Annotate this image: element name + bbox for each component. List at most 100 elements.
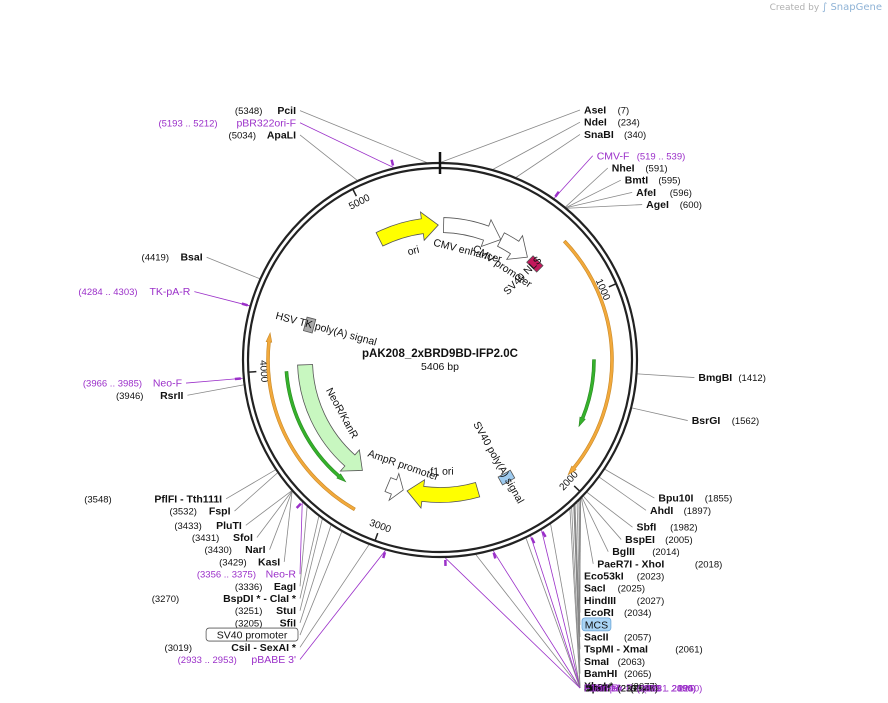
- eco53ki-site-label[interactable]: Eco53kI(2023): [584, 571, 664, 583]
- ahdi-site-label[interactable]: AhdI(1897): [650, 505, 711, 517]
- pflfi-tth111i-site-label[interactable]: PflFI - Tth111I(3548): [84, 493, 222, 505]
- hsv-tk-poly-a-signal-feature[interactable]: [302, 316, 317, 334]
- pbr322ori-f-site-label[interactable]: pBR322ori-F (5193 .. 5212): [158, 117, 296, 129]
- bcli-site-label[interactable]: BclI *(2087): [584, 683, 658, 695]
- site-position: (5034): [229, 130, 256, 141]
- sbfi-site-label[interactable]: SbfI(1982): [636, 522, 697, 534]
- cmv-enhancer-feature[interactable]: [442, 217, 502, 248]
- sfoi-site-label[interactable]: SfoI(3431): [192, 532, 253, 544]
- leader-lines: [186, 109, 695, 689]
- f1ori-r-site-label[interactable]: F1ori-R(2671 .. 2690): [584, 683, 696, 695]
- ndei-site-label[interactable]: NdeI(234): [584, 117, 640, 129]
- bpu10i-site-label[interactable]: Bpu10I(1855): [658, 493, 732, 505]
- site-name: TK-pA-R: [150, 286, 191, 298]
- sv40pa-r-site-label[interactable]: SV40pA-R(2231 .. 2250): [584, 683, 702, 695]
- cmv-promoter-feature[interactable]: [497, 232, 528, 260]
- site-position: (1562): [732, 416, 759, 427]
- bsrgi-site-label[interactable]: BsrGI(1562): [692, 415, 759, 427]
- site-name: BmgBI: [698, 372, 732, 384]
- ampr-promoter-feature[interactable]: [384, 472, 404, 502]
- sv40-poly-a-signal-feature[interactable]: [497, 469, 516, 486]
- neor-kanr-feature[interactable]: [297, 364, 363, 472]
- saci-site-label[interactable]: SacI(2025): [584, 583, 645, 595]
- tick-mark: [352, 188, 358, 197]
- leader-line: [583, 496, 622, 540]
- primer-mark: [554, 191, 560, 198]
- leader-line: [565, 167, 609, 208]
- site-position: (5193 .. 5212): [158, 118, 217, 129]
- f1-ori-feature[interactable]: [406, 478, 481, 510]
- bspdi-clai-site-label[interactable]: BspDI * - ClaI *(3270): [152, 593, 297, 605]
- neo-r-site-label[interactable]: Neo-R(3356 .. 3375): [197, 569, 297, 581]
- site-position: (3205): [235, 618, 262, 629]
- paer7i-xhoi-site-label[interactable]: PaeR7I - XhoI(2018): [597, 558, 722, 570]
- site-name: XbaI *: [584, 680, 614, 692]
- apali-site-label[interactable]: ApaLI(5034): [229, 129, 297, 141]
- leader-line: [604, 469, 655, 499]
- site-name: PaeR7I - XhoI: [597, 558, 664, 570]
- draiii-site-label[interactable]: DraIII(2546): [584, 683, 658, 695]
- site-name: MluI: [584, 683, 605, 695]
- bsai-site-label[interactable]: BsaI(4419): [142, 252, 203, 264]
- site-name: pBR322ori-F: [236, 117, 296, 129]
- mlui-site-label[interactable]: MluI(2316): [584, 683, 645, 695]
- bamhi-site-label[interactable]: BamHI(2065): [584, 668, 651, 680]
- afei-site-label[interactable]: AfeI(596): [636, 187, 692, 199]
- pluti-site-label[interactable]: PluTI(3433): [174, 520, 242, 532]
- sv40-promoter-box[interactable]: SV40 promoter: [205, 627, 299, 642]
- tspmi-xmai-site-label[interactable]: TspMI - XmaI(2061): [584, 644, 703, 656]
- tick-mark: [573, 485, 581, 492]
- f1-ori-label: f1 ori: [430, 466, 454, 478]
- eagi-site-label[interactable]: EagI(3336): [235, 581, 296, 593]
- csii-sexai-site-label[interactable]: CsiI - SexAI *(3019): [165, 642, 297, 654]
- bmti-site-label[interactable]: BmtI(595): [625, 175, 681, 187]
- agei-site-label[interactable]: AgeI(600): [646, 199, 702, 211]
- box-frame: [581, 617, 612, 632]
- pbabe-3-site-label[interactable]: pBABE 3'(2933 .. 2953): [178, 654, 296, 666]
- snabi-site-label[interactable]: SnaBI(340): [584, 129, 646, 141]
- neo-f-site-label[interactable]: Neo-F(3966 .. 3985): [83, 378, 182, 390]
- rsrii-site-label[interactable]: RsrII(3946): [116, 390, 184, 402]
- xbai-site-label[interactable]: XbaI *(2077): [584, 680, 658, 692]
- bspei-site-label[interactable]: BspEI(2005): [625, 534, 692, 546]
- leader-line: [299, 525, 332, 624]
- site-position: (3429): [219, 557, 246, 568]
- nari-site-label[interactable]: NarI(3430): [205, 544, 266, 556]
- cmv-f-site-label[interactable]: CMV-F(519 .. 539): [597, 150, 686, 162]
- site-name: BspDI * - ClaI *: [223, 593, 297, 605]
- mcs-box[interactable]: MCS: [581, 617, 612, 632]
- site-name: DraIII: [584, 683, 610, 695]
- leader-line: [299, 502, 303, 575]
- tick-mark: [608, 283, 617, 288]
- ori-feature[interactable]: [375, 211, 439, 247]
- leader-line: [567, 204, 643, 209]
- hindiii-site-label[interactable]: HindIII(2027): [584, 595, 664, 607]
- sfii-site-label[interactable]: SfiI(3205): [235, 617, 296, 629]
- site-position: (4284 .. 4303): [78, 287, 137, 298]
- stui-site-label[interactable]: StuI(3251): [235, 605, 296, 617]
- smai-site-label[interactable]: SmaI(2063): [584, 656, 645, 668]
- nhei-site-label[interactable]: NheI(591): [612, 162, 668, 174]
- site-position: (2014): [652, 547, 679, 558]
- pcii-site-label[interactable]: PciI(5348): [235, 105, 296, 117]
- site-name: NheI: [612, 162, 635, 174]
- site-name: Eco53kI: [584, 571, 624, 583]
- f1ori-f-site-label[interactable]: F1ori-F(2459 .. 2480): [584, 683, 696, 695]
- ebv-rev-site-label[interactable]: EBV-rev(2285 .. 2304): [584, 683, 696, 695]
- site-position: (3532): [169, 507, 196, 518]
- kasi-site-label[interactable]: KasI(3429): [219, 556, 280, 568]
- asei-site-label[interactable]: AseI(7): [584, 105, 629, 117]
- tk-pa-r-site-label[interactable]: TK-pA-R (4284 .. 4303): [78, 286, 190, 298]
- fspi-site-label[interactable]: FspI(3532): [169, 506, 230, 518]
- orf-arcs: [265, 239, 614, 512]
- leader-line: [637, 373, 695, 378]
- sv40-nls-feature[interactable]: [526, 255, 544, 273]
- hpai-site-label[interactable]: HpaI(2193): [584, 683, 645, 695]
- bmgbi-site-label[interactable]: BmgBI(1412): [698, 372, 765, 384]
- ecori-site-label[interactable]: EcoRI(2034): [584, 607, 651, 619]
- site-position: (3019): [165, 643, 192, 654]
- site-name: EBV-rev: [584, 683, 623, 695]
- sacii-site-label[interactable]: SacII(2057): [584, 632, 651, 644]
- bglii-site-label[interactable]: BglII(2014): [612, 546, 679, 558]
